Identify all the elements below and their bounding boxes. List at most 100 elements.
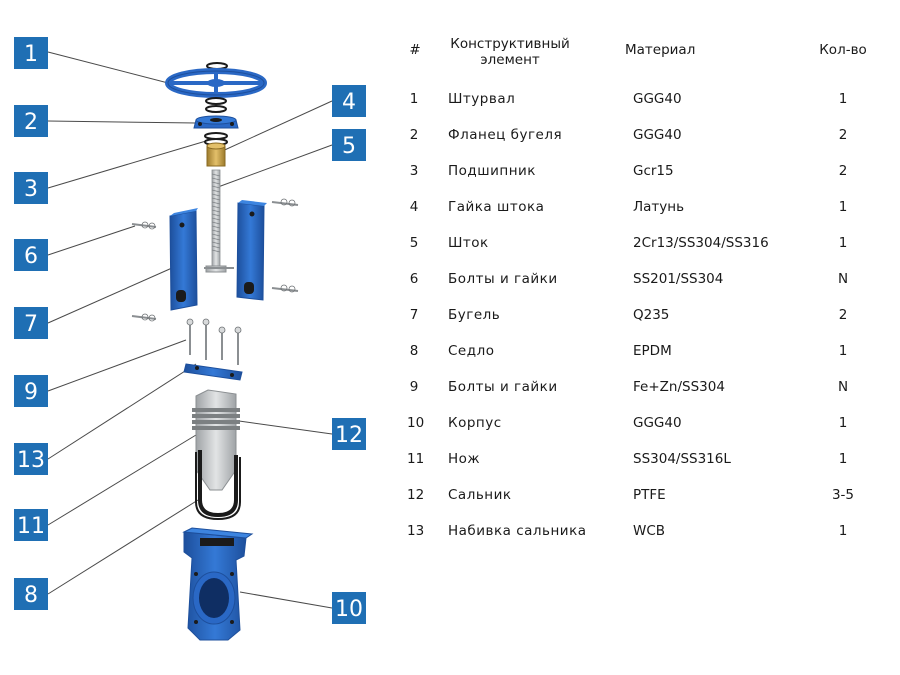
table-row: 8 Седло EPDM 1	[395, 343, 885, 365]
table-row: 5 Шток 2Cr13/SS304/SS316 1	[395, 235, 885, 257]
row-material: 2Cr13/SS304/SS316	[633, 235, 769, 251]
row-material: GGG40	[633, 127, 682, 143]
row-element: Гайка штока	[448, 199, 545, 215]
row-number: 10	[407, 415, 425, 431]
callout-13: 13	[14, 443, 48, 475]
row-number: 11	[407, 451, 425, 467]
valve-body	[182, 527, 254, 641]
row-element: Нож	[448, 451, 481, 467]
row-material: Латунь	[633, 199, 685, 215]
svg-text:3: 3	[24, 177, 38, 202]
callout-11: 11	[14, 509, 48, 541]
row-material: GGG40	[633, 415, 682, 431]
row-element: Шток	[448, 235, 489, 251]
svg-text:4: 4	[342, 90, 356, 115]
callout-3: 3	[14, 172, 48, 204]
row-element: Фланец бугеля	[448, 127, 563, 143]
row-number: 12	[407, 487, 425, 503]
row-quantity: 3-5	[831, 487, 855, 503]
row-element: Болты и гайки	[448, 271, 558, 287]
row-material: GGG40	[633, 91, 682, 107]
row-material: SS304/SS316L	[633, 451, 731, 467]
row-element: Седло	[448, 343, 495, 359]
table-row: 11 Нож SS304/SS316L 1	[395, 451, 885, 473]
row-material: Fe+Zn/SS304	[633, 379, 725, 395]
svg-text:2: 2	[24, 110, 38, 135]
row-quantity: 1	[838, 415, 848, 431]
row-quantity: 1	[838, 91, 848, 107]
row-material: Gcr15	[633, 163, 674, 179]
callout-4: 4	[332, 85, 366, 117]
table-row: 4 Гайка штока Латунь 1	[395, 199, 885, 221]
yoke-plates	[169, 200, 267, 311]
row-quantity: N	[837, 271, 849, 287]
row-element: Подшипник	[448, 163, 536, 179]
svg-text:5: 5	[342, 134, 356, 159]
stem-nut	[206, 142, 226, 167]
svg-text:7: 7	[24, 312, 38, 337]
row-quantity: 1	[838, 199, 848, 215]
row-number: 13	[407, 523, 425, 539]
row-quantity: 1	[838, 235, 848, 251]
callout-1: 1	[14, 37, 48, 69]
row-number: 4	[409, 199, 419, 215]
gland-bolts	[186, 318, 242, 365]
row-element: Бугель	[448, 307, 501, 323]
row-element: Сальник	[448, 487, 512, 503]
svg-text:11: 11	[17, 514, 45, 539]
table-row: 10 Корпус GGG40 1	[395, 415, 885, 437]
packing-gland	[183, 363, 243, 381]
yoke-bolts	[131, 198, 299, 322]
row-quantity: 2	[838, 307, 848, 323]
row-element: Штурвал	[448, 91, 516, 107]
row-number: 5	[409, 235, 419, 251]
row-quantity: 2	[838, 127, 848, 143]
callout-2: 2	[14, 105, 48, 137]
row-element: Корпус	[448, 415, 502, 431]
row-material: EPDM	[633, 343, 672, 359]
row-quantity: 1	[838, 523, 848, 539]
row-quantity: 1	[838, 451, 848, 467]
row-material: PTFE	[633, 487, 666, 503]
table-row: 12 Сальник PTFE 3-5	[395, 487, 885, 509]
yoke-flange	[193, 115, 239, 129]
callout-9: 9	[14, 375, 48, 407]
table-row: 2 Фланец бугеля GGG40 2	[395, 127, 885, 149]
header-material: Материал	[625, 42, 696, 58]
table-row: 6 Болты и гайки SS201/SS304 N	[395, 271, 885, 293]
row-number: 9	[409, 379, 419, 395]
header-element: Конструктивный элемент	[450, 36, 570, 68]
seat-gasket	[195, 450, 241, 521]
row-material: WCB	[633, 523, 666, 539]
callout-12: 12	[332, 418, 366, 450]
row-material: Q235	[633, 307, 670, 323]
row-element: Болты и гайки	[448, 379, 558, 395]
callout-6: 6	[14, 239, 48, 271]
callout-10: 10	[332, 592, 366, 624]
table-row: 13 Набивка сальника WCB 1	[395, 523, 885, 545]
callout-5: 5	[332, 129, 366, 161]
callout-8: 8	[14, 578, 48, 610]
svg-text:12: 12	[335, 423, 363, 448]
svg-text:8: 8	[24, 583, 38, 608]
exploded-valve-diagram: 1 2 3 4 5 6 7 9	[14, 37, 366, 641]
row-quantity: 1	[838, 343, 848, 359]
row-material: SS201/SS304	[633, 271, 724, 287]
svg-text:9: 9	[24, 380, 38, 405]
row-element: Набивка сальника	[448, 523, 587, 539]
row-number: 2	[409, 127, 419, 143]
row-number: 3	[409, 163, 419, 179]
leader-lines	[47, 51, 333, 609]
row-number: 8	[409, 343, 419, 359]
svg-text:1: 1	[24, 42, 38, 67]
header-num: #	[409, 42, 421, 58]
svg-text:13: 13	[17, 448, 45, 473]
callouts: 1 2 3 4 5 6 7 9	[14, 37, 366, 624]
row-number: 6	[409, 271, 419, 287]
header-qty: Кол-во	[819, 42, 867, 58]
svg-text:10: 10	[335, 597, 363, 622]
handwheel	[165, 62, 267, 113]
